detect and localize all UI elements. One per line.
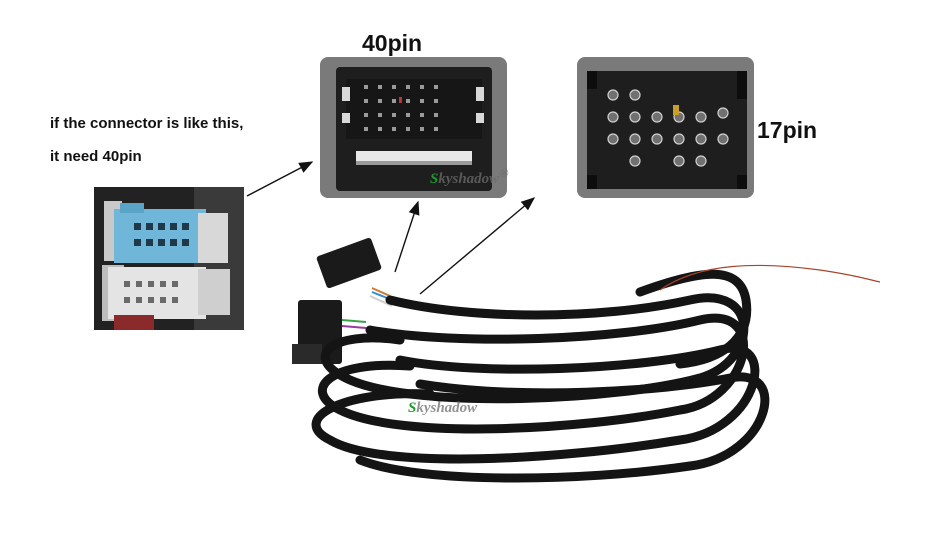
watermark-text: kyshadow xyxy=(416,400,478,416)
watermark-mark: ® xyxy=(499,166,509,180)
label-40pin: 40pin xyxy=(362,30,423,56)
connector-40pin-photo xyxy=(320,57,507,198)
note-line-2: it need 40pin xyxy=(50,148,142,165)
connector-17pin-icon xyxy=(587,71,747,189)
connector-17pin-photo xyxy=(577,57,754,198)
car-connector-photo xyxy=(94,187,244,330)
arrow-icon xyxy=(246,161,536,295)
note-line-1: if the connector is like this, xyxy=(50,115,244,132)
watermark-initial: S xyxy=(408,400,417,416)
watermark-text: kyshadow xyxy=(438,171,500,187)
watermark-top: Skyshadow® xyxy=(430,166,509,188)
watermark-initial: S xyxy=(430,171,439,187)
label-17pin: 17pin xyxy=(757,117,818,143)
watermark-bottom: Skyshadow xyxy=(408,400,477,417)
connector-40pin-icon xyxy=(336,67,492,191)
